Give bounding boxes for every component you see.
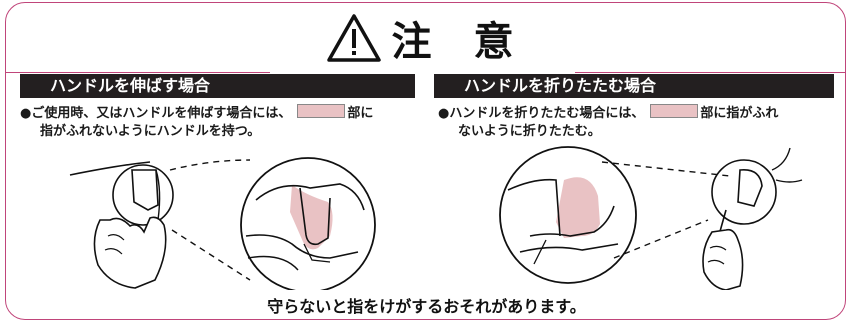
warning-triangle-icon	[326, 14, 381, 62]
caution-title: 注 意	[391, 19, 528, 65]
illustration-extend-handle	[69, 157, 376, 290]
title-group: 注 意	[0, 6, 853, 70]
instruction-lead: ●ご使用時、又はハンドルを伸ばす場合には、	[20, 106, 292, 121]
caution-header: 注 意	[0, 0, 853, 72]
caution-footer-warning: 守らないと指をけがするおそれがあります。	[267, 297, 586, 316]
header-divider-left	[5, 72, 270, 73]
header-divider-right	[575, 72, 846, 73]
instruction-fold: ●ハンドルを折りたたむ場合には、 部に指がふれ ないように折りたたむ。	[438, 104, 838, 141]
instruction-tail: 指がふれないようにハンドルを持つ。	[40, 124, 261, 139]
section-heading-extend: ハンドルを伸ばす場合	[20, 74, 415, 98]
instruction-extend: ●ご使用時、又はハンドルを伸ばす場合には、 部に 指がふれないようにハンドルを持つ…	[20, 104, 422, 141]
illustration-fold-handle	[499, 146, 803, 290]
instruction-lead: ●ハンドルを折りたたむ場合には、	[438, 106, 645, 121]
instruction-mid: 部に	[347, 106, 374, 121]
highlight-swatch	[297, 104, 346, 118]
instruction-tail: ないように折りたたむ。	[458, 124, 601, 139]
caution-frame	[5, 2, 846, 320]
instruction-mid: 部に指がふれ	[700, 106, 779, 121]
section-heading-fold: ハンドルを折りたたむ場合	[434, 74, 834, 98]
highlight-swatch	[650, 104, 699, 118]
